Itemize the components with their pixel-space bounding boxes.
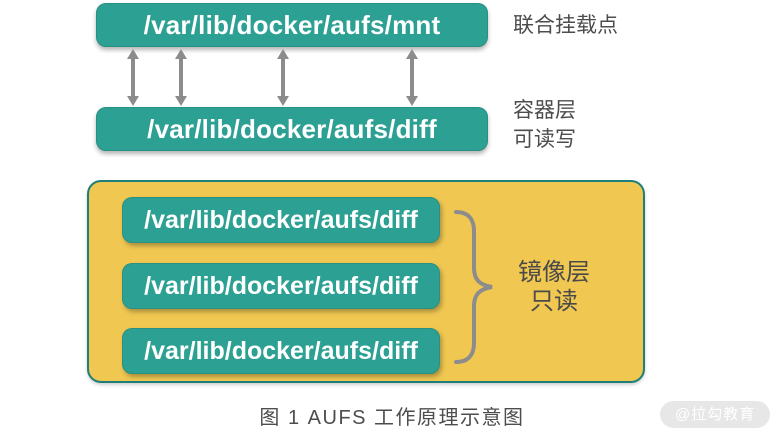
image-layer-box: /var/lib/docker/aufs/diff: [122, 197, 440, 243]
image-layer-path: /var/lib/docker/aufs/diff: [144, 336, 418, 365]
image-layers-label-line1: 镜像层: [518, 259, 590, 286]
union-mount-point-label: 联合挂载点: [513, 14, 618, 37]
watermark-badge: @拉勾教育: [660, 401, 771, 428]
image-layer-path: /var/lib/docker/aufs/diff: [144, 205, 418, 234]
container-layer-path: /var/lib/docker/aufs/diff: [147, 113, 437, 144]
right-curly-brace-icon: [454, 210, 493, 364]
container-layer-label-line1: 容器层: [513, 99, 576, 122]
image-layers-label-line2: 只读: [530, 288, 578, 315]
image-layers-container: /var/lib/docker/aufs/diff /var/lib/docke…: [87, 180, 645, 383]
container-layer-label: 容器层 可读写: [513, 96, 576, 154]
image-layer-box: /var/lib/docker/aufs/diff: [122, 263, 440, 309]
double-arrow-icon: [127, 49, 139, 106]
container-layer-label-line2: 可读写: [513, 128, 576, 151]
container-layer-box: /var/lib/docker/aufs/diff: [96, 107, 488, 151]
double-arrow-icon: [277, 49, 289, 106]
double-arrow-icon: [406, 49, 418, 106]
union-mount-point-box: /var/lib/docker/aufs/mnt: [96, 3, 488, 47]
image-layer-box: /var/lib/docker/aufs/diff: [122, 328, 440, 374]
figure-caption: 图 1 AUFS 工作原理示意图: [259, 407, 525, 429]
double-arrow-icon: [175, 49, 187, 106]
union-mount-point-path: /var/lib/docker/aufs/mnt: [143, 9, 441, 40]
image-layers-label: 镜像层 只读: [502, 258, 606, 316]
image-layer-path: /var/lib/docker/aufs/diff: [144, 271, 418, 300]
